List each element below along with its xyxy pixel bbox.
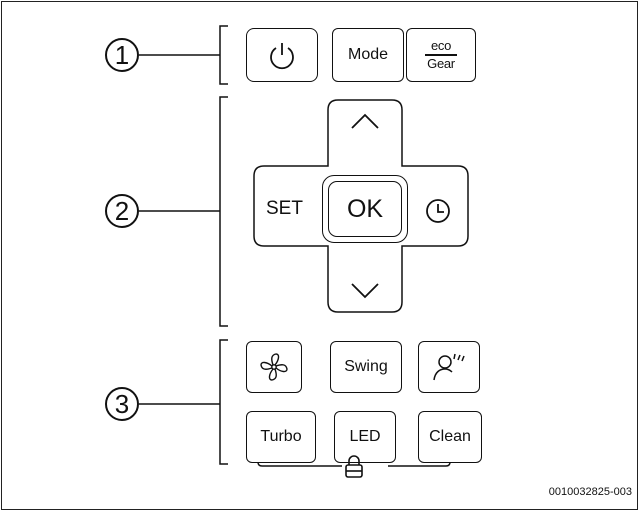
swing-button[interactable]: Swing: [330, 341, 402, 393]
ok-label: OK: [346, 194, 384, 223]
fan-button[interactable]: [246, 341, 302, 393]
mode-label: Mode: [347, 46, 389, 63]
chevron-up-icon[interactable]: [350, 112, 380, 130]
chevron-down-icon[interactable]: [350, 282, 380, 300]
led-label: LED: [349, 428, 381, 445]
dpad-outline: [253, 99, 469, 313]
turbo-label: Turbo: [260, 428, 302, 445]
bracket-2: [219, 96, 228, 327]
clean-label: Clean: [429, 428, 471, 445]
callout-1: 1: [105, 38, 139, 72]
callout-2: 2: [105, 194, 139, 228]
power-button[interactable]: [246, 28, 318, 82]
sleep-button[interactable]: [418, 341, 480, 393]
figure-code: 0010032825-003: [548, 486, 632, 498]
bracket-1: [219, 25, 228, 85]
power-icon: [270, 43, 294, 70]
person-sleep-icon: [433, 353, 465, 381]
swing-label: Swing: [344, 358, 388, 375]
clean-button[interactable]: Clean: [418, 411, 482, 463]
bracket-3: [219, 339, 228, 465]
ok-button[interactable]: OK: [322, 175, 408, 243]
set-button[interactable]: SET: [266, 198, 303, 219]
eco-gear-button[interactable]: eco Gear: [406, 28, 476, 82]
clock-icon[interactable]: [423, 196, 453, 226]
lock-icon: [345, 455, 363, 478]
led-button[interactable]: LED: [334, 411, 396, 463]
eco-gear-logo: eco Gear: [425, 39, 457, 70]
ok-button-inner: OK: [328, 181, 402, 237]
callout-3: 3: [105, 387, 139, 421]
fan-icon: [260, 353, 288, 381]
mode-button[interactable]: Mode: [332, 28, 404, 82]
turbo-button[interactable]: Turbo: [246, 411, 316, 463]
